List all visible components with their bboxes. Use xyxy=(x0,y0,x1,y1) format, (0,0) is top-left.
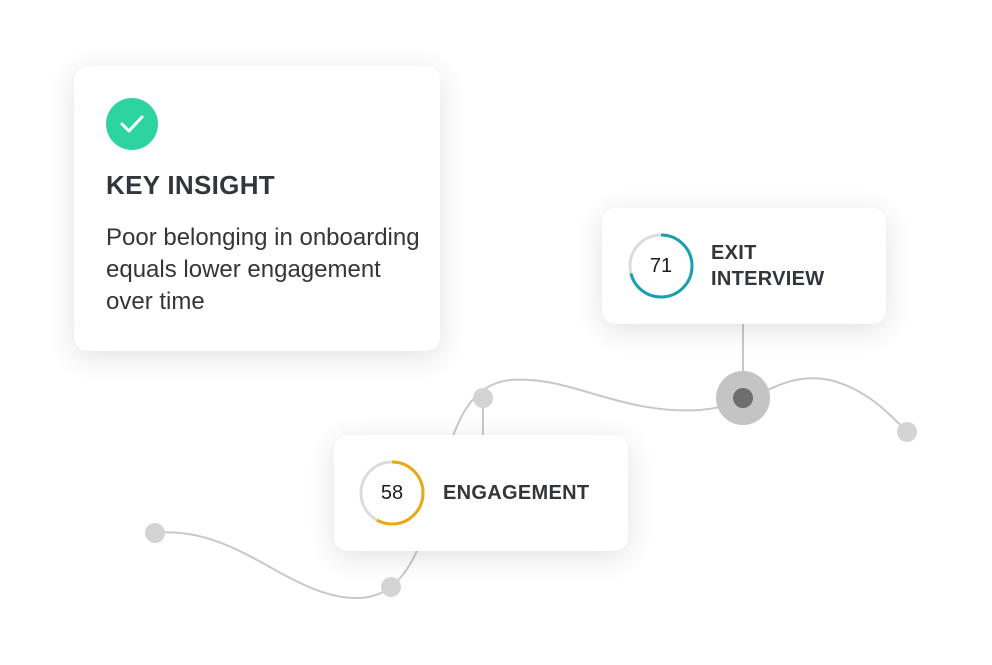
score-ring-arc xyxy=(359,460,425,526)
timeline-node xyxy=(897,422,917,442)
score-ring: 58 xyxy=(358,459,426,527)
metric-label-line: INTERVIEW xyxy=(711,268,825,290)
metric-label-line: EXIT xyxy=(711,242,757,264)
timeline-node-active xyxy=(733,388,753,408)
insight-title: KEY INSIGHT xyxy=(106,170,275,200)
score-ring-arc xyxy=(628,233,694,299)
score-value: 71 xyxy=(649,254,673,277)
score-ring: 71 xyxy=(627,232,695,300)
score-value: 58 xyxy=(380,481,404,504)
timeline-node xyxy=(381,577,401,597)
metric-label: ENGAGEMENT xyxy=(443,482,590,504)
metric-label: EXIT INTERVIEW xyxy=(711,240,824,292)
timeline-node xyxy=(473,388,493,408)
engagement-card: 58 ENGAGEMENT xyxy=(334,435,628,551)
insight-description: Poor belonging in onboarding equals lowe… xyxy=(106,224,420,315)
timeline-node xyxy=(145,523,165,543)
check-icon xyxy=(106,98,158,150)
exit-interview-card: 71 EXIT INTERVIEW xyxy=(602,208,886,324)
key-insight-card: KEY INSIGHT Poor belonging in onboarding… xyxy=(74,66,440,351)
